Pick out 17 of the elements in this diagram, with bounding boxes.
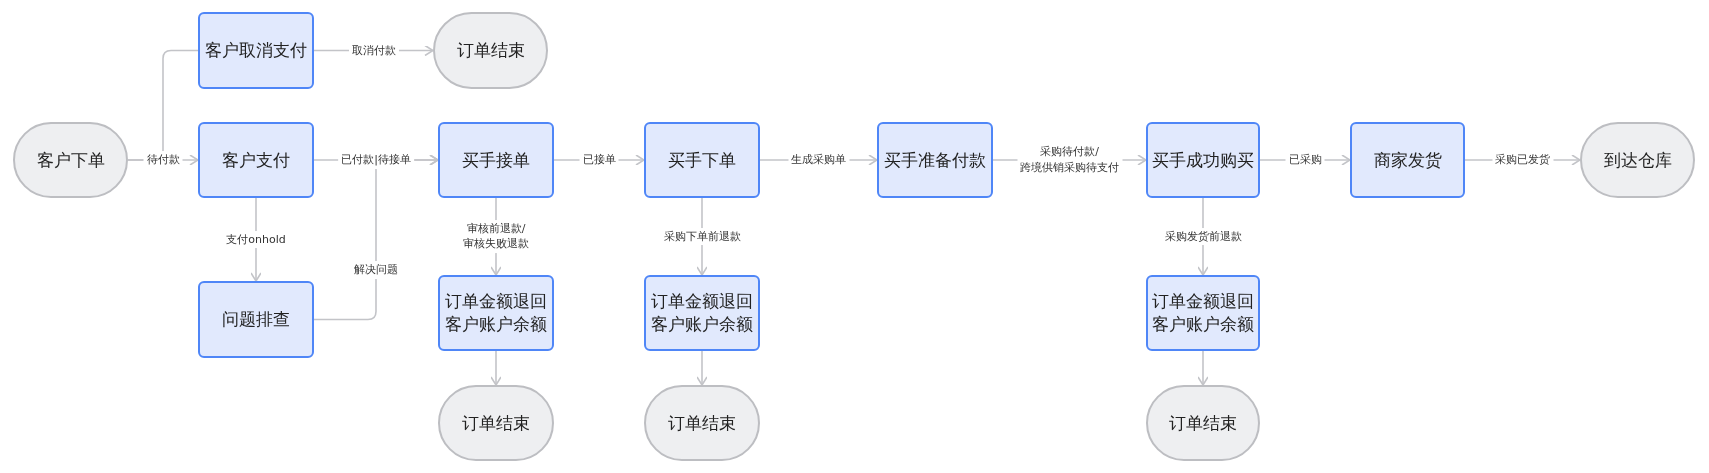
process-box: 商家发货 <box>1350 122 1465 198</box>
process-box: 买手下单 <box>644 122 760 198</box>
process-box: 客户取消支付 <box>198 12 314 89</box>
arrow <box>490 350 502 386</box>
process-box: 订单金额退回客户账户余额 <box>644 275 760 351</box>
arrow <box>696 350 708 386</box>
process-box: 订单金额退回客户账户余额 <box>438 275 554 351</box>
process-box: 客户支付 <box>198 122 314 198</box>
process-box: 买手准备付款 <box>877 122 993 198</box>
process-box: 问题排查 <box>198 281 314 358</box>
process-box: 订单金额退回客户账户余额 <box>1146 275 1260 351</box>
edge-label: 解决问题 <box>351 260 401 279</box>
edge-label: 已付款|待接单 <box>338 151 414 169</box>
process-box: 买手成功购买 <box>1146 122 1260 198</box>
arrow <box>1197 350 1209 386</box>
edge-label: 审核前退款/审核失败退款 <box>460 219 532 254</box>
process-box: 买手接单 <box>438 122 554 198</box>
